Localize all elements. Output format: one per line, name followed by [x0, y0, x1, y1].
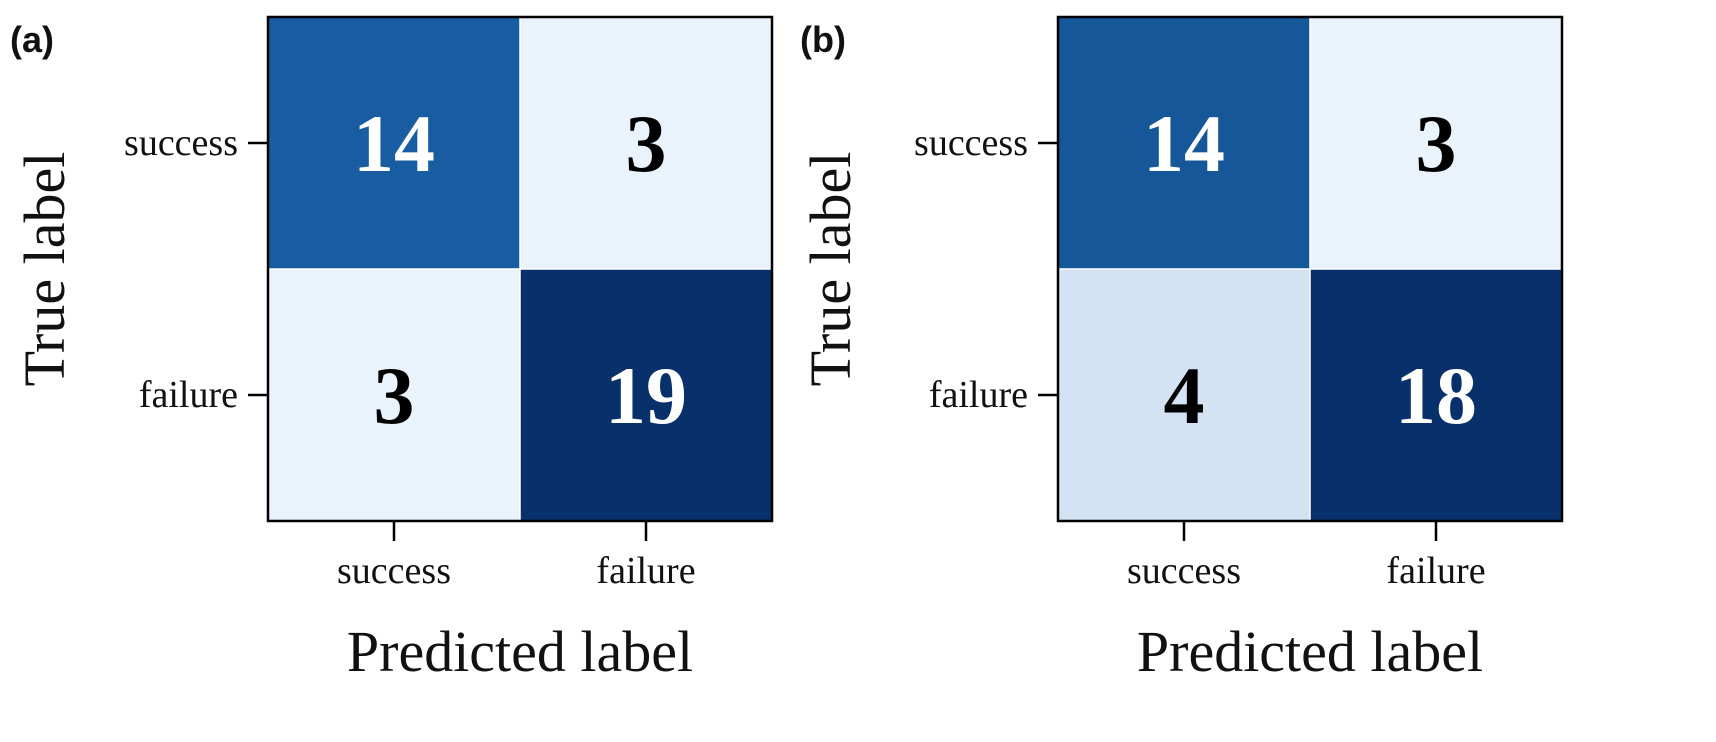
cell-value-label: 3	[1416, 98, 1457, 189]
cell-value-label: 3	[626, 98, 667, 189]
panel-label: (a)	[10, 19, 54, 60]
heatmap-cell	[520, 269, 772, 521]
plot-frame	[266, 15, 774, 523]
cell-value-label: 18	[1395, 350, 1477, 441]
heatmap-cell	[1310, 269, 1562, 521]
heatmap-cell	[1310, 17, 1562, 269]
panel-b: (b) 14 3 4 18 success failure success failurePre…	[798, 15, 1564, 684]
x-tick-label: success	[1127, 550, 1241, 592]
y-tick-label: success	[124, 122, 238, 164]
x-axis-title: Predicted label	[1137, 619, 1483, 684]
cell-value-label: 3	[374, 350, 415, 441]
cell-value-label: 4	[1164, 350, 1205, 441]
y-tick-label: failure	[929, 374, 1028, 416]
x-tick-label: failure	[596, 550, 695, 592]
x-tick-label: success	[337, 550, 451, 592]
y-axis-title: True label	[798, 152, 863, 387]
x-tick-label: failure	[1386, 550, 1485, 592]
heatmap-cell	[1058, 269, 1310, 521]
heatmap-cell	[268, 17, 520, 269]
panel-label: (b)	[800, 19, 846, 60]
y-tick-label: success	[914, 122, 1028, 164]
plot-frame	[1056, 15, 1564, 523]
panel-a: (a) 14 3 3 19 success failure success failurePre…	[10, 15, 774, 684]
cell-value-label: 14	[1143, 98, 1225, 189]
heatmap-cell	[520, 17, 772, 269]
cell-value-label: 19	[605, 350, 687, 441]
cell-value-label: 14	[353, 98, 435, 189]
heatmap-cell	[1058, 17, 1310, 269]
heatmap-cell	[268, 269, 520, 521]
y-tick-label: failure	[139, 374, 238, 416]
y-axis-title: True label	[12, 152, 77, 387]
x-axis-title: Predicted label	[347, 619, 693, 684]
